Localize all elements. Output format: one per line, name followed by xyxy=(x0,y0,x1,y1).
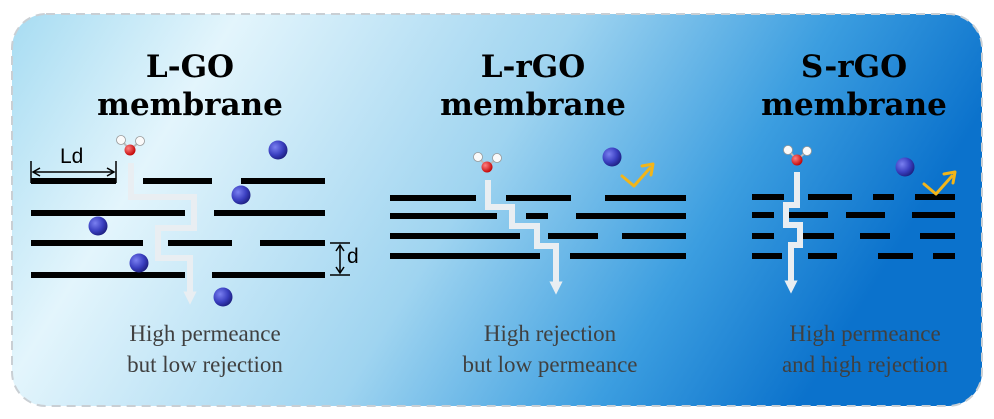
graphene-sheets xyxy=(31,178,955,278)
ions xyxy=(88,140,915,307)
water-molecule-icon xyxy=(116,135,145,156)
ion-sphere-icon xyxy=(213,287,233,307)
lateral-dimension-marker xyxy=(30,161,117,183)
water-flow-paths xyxy=(128,163,803,305)
water-flow-path-arrow-icon xyxy=(128,163,197,305)
panel-3-caption-line1: High permeance xyxy=(789,321,941,346)
d-label: d xyxy=(347,245,359,268)
water-molecule-icon xyxy=(473,152,502,173)
water-molecule-icon xyxy=(783,145,812,166)
water-flow-path-arrow-icon xyxy=(485,180,563,295)
panel-2-title: L-rGO membrane xyxy=(438,48,628,124)
panel-3-title-line2: membrane xyxy=(761,87,947,123)
ld-label: Ld xyxy=(60,145,84,168)
panel-3-title-line1: S-rGO xyxy=(800,49,908,85)
panel-2-caption: High rejection but low permeance xyxy=(425,318,675,380)
ion-sphere-icon xyxy=(895,157,915,177)
panel-2-title-line2: membrane xyxy=(440,87,626,123)
panel-3-title: S-rGO membrane xyxy=(759,48,949,124)
panel-1-caption: High permeance but low rejection xyxy=(80,318,330,380)
panel-1-title-line2: membrane xyxy=(97,87,283,123)
panel-2-caption-line2: but low permeance xyxy=(462,352,638,377)
rejection-arrows xyxy=(620,162,957,196)
panel-2-caption-line1: High rejection xyxy=(483,321,617,346)
ion-sphere-icon xyxy=(231,185,251,205)
water-flow-path-arrow-icon xyxy=(783,172,803,294)
panel-1-caption-line2: but low rejection xyxy=(127,352,283,377)
rejection-arrow-icon xyxy=(922,170,957,196)
ion-sphere-icon xyxy=(129,253,149,273)
ion-sphere-icon xyxy=(602,147,622,167)
ion-sphere-icon xyxy=(88,216,108,236)
panel-1-title-line1: L-GO xyxy=(145,49,235,85)
ion-sphere-icon xyxy=(268,140,288,160)
panel-1-title: L-GO membrane xyxy=(95,48,285,124)
interlayer-spacing-marker xyxy=(330,242,350,276)
water-molecules xyxy=(116,135,812,173)
panel-3-caption-line2: and high rejection xyxy=(781,352,949,377)
rejection-arrow-icon xyxy=(620,162,655,188)
panel-1-caption-line1: High permeance xyxy=(129,321,281,346)
panel-2-title-line1: L-rGO xyxy=(480,49,586,85)
panel-3-caption: High permeance and high rejection xyxy=(755,318,975,380)
